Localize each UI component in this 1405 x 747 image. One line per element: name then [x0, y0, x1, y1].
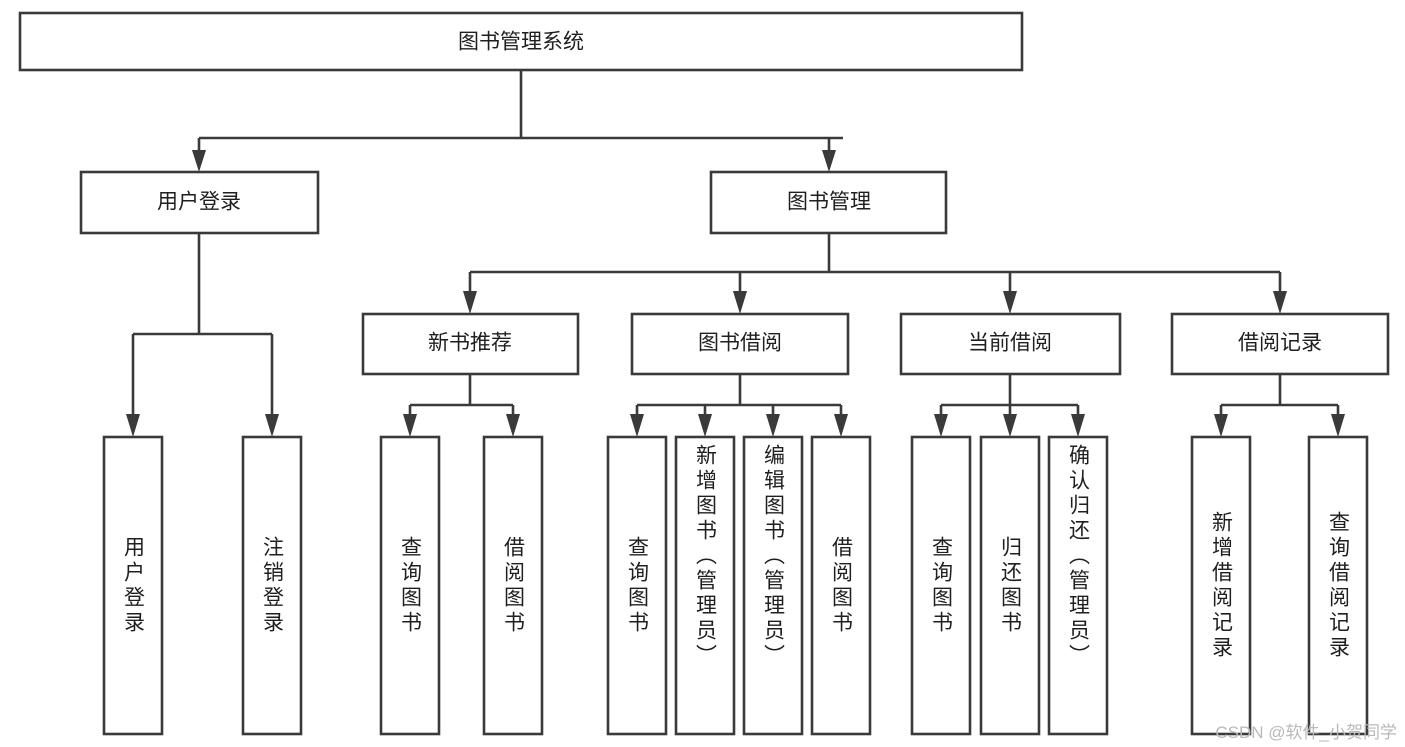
arrow-head-icon: [1214, 414, 1228, 437]
node-new-book-recommend-label: 新书推荐: [428, 332, 512, 355]
node-new-book-recommend[interactable]: 新书推荐: [361, 312, 580, 376]
node-book-management[interactable]: 图书管理: [709, 170, 948, 235]
arrow-head-icon: [1003, 414, 1017, 437]
leaf-box-bookborrow-3[interactable]: [810, 435, 872, 736]
arrow-head-icon: [1331, 414, 1345, 437]
node-user-login-label: 用户登录: [157, 191, 241, 214]
node-book-borrow[interactable]: 图书借阅: [630, 312, 850, 376]
arrow-head-icon: [1003, 291, 1017, 314]
leaf-box-borrowrecord-0[interactable]: [1190, 435, 1252, 736]
arrow-head-icon: [934, 414, 948, 437]
connector-userlogin-to-leaves: [126, 233, 279, 437]
leaf-box-currentborrow-2[interactable]: [1047, 435, 1109, 736]
arrow-head-icon: [1273, 291, 1287, 314]
leaf-box-bookborrow-1[interactable]: [674, 435, 736, 736]
leaf-box-newbook-1[interactable]: [482, 435, 544, 736]
connector-root-to-level2: [192, 70, 843, 172]
arrow-head-icon: [766, 414, 780, 437]
leaf-box-bookborrow-0[interactable]: [606, 435, 668, 736]
arrow-head-icon: [126, 414, 140, 437]
node-user-login[interactable]: 用户登录: [79, 170, 320, 235]
leaf-box-currentborrow-0[interactable]: [910, 435, 972, 736]
node-book-management-label: 图书管理: [787, 191, 871, 214]
arrow-head-icon: [698, 414, 712, 437]
arrow-head-icon: [506, 414, 520, 437]
connector-currentborrow-to-leaves: [934, 374, 1085, 437]
arrow-head-icon: [834, 414, 848, 437]
leaf-box-user-login-1[interactable]: [241, 435, 303, 736]
node-root[interactable]: 图书管理系统: [18, 11, 1024, 72]
connector-borrowrecord-to-leaves: [1214, 374, 1345, 437]
node-book-borrow-label: 图书借阅: [698, 332, 782, 355]
connector-bookmgmt-to-level3: [463, 233, 1287, 314]
leaf-box-user-login-0[interactable]: [102, 435, 164, 736]
arrow-head-icon: [630, 414, 644, 437]
node-borrow-record-label: 借阅记录: [1238, 332, 1322, 355]
connector-newbook-to-leaves: [403, 374, 520, 437]
arrow-head-icon: [463, 291, 477, 314]
leaf-box-bookborrow-2[interactable]: [742, 435, 804, 736]
node-borrow-record[interactable]: 借阅记录: [1170, 312, 1390, 376]
leaf-box-currentborrow-1[interactable]: [979, 435, 1041, 736]
node-root-label: 图书管理系统: [458, 31, 584, 54]
arrow-head-icon: [192, 150, 206, 172]
leaf-box-borrowrecord-1[interactable]: [1307, 435, 1369, 736]
arrow-head-icon: [822, 150, 836, 172]
arrow-head-icon: [1071, 414, 1085, 437]
arrow-head-icon: [265, 414, 279, 437]
node-current-borrow-label: 当前借阅: [968, 332, 1052, 355]
node-current-borrow[interactable]: 当前借阅: [899, 312, 1122, 376]
arrow-head-icon: [403, 414, 417, 437]
connector-bookborrow-to-leaves: [630, 374, 848, 437]
arrow-head-icon: [733, 291, 747, 314]
leaf-box-newbook-0[interactable]: [379, 435, 441, 736]
